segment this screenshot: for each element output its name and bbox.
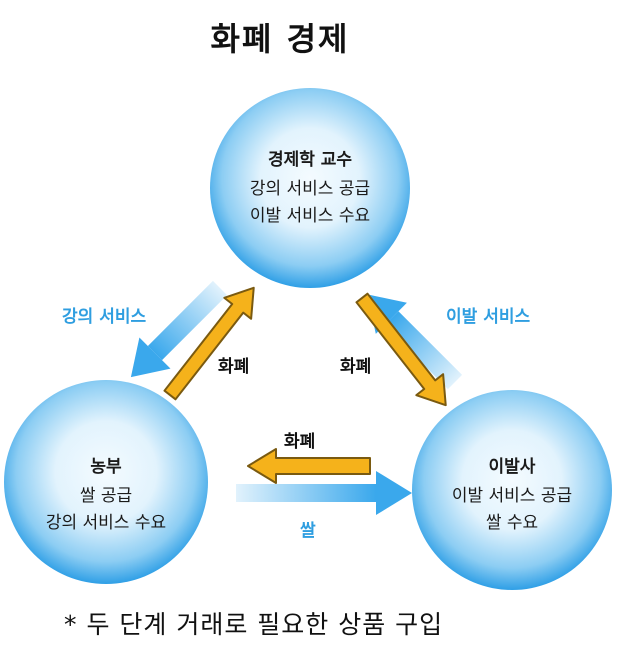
farmer-node [4, 380, 208, 584]
professor-node-text: 경제학 교수 강의 서비스 공급 이발 서비스 수요 [212, 145, 408, 230]
barber-name: 이발사 [488, 457, 536, 477]
professor-line-1: 강의 서비스 공급 [249, 179, 371, 199]
money-arrow-bottom [247, 448, 371, 484]
farmer-line-1: 쌀 공급 [79, 486, 133, 506]
professor-name: 경제학 교수 [267, 150, 353, 170]
haircut-service-label: 이발 서비스 [446, 307, 531, 327]
farmer-name: 농부 [90, 457, 122, 477]
money-label-bottom: 화폐 [284, 432, 316, 452]
barber-line-1: 이발 서비스 공급 [451, 486, 573, 506]
money-label-left: 화폐 [218, 357, 250, 377]
lecture-service-arrow [130, 280, 228, 378]
money-arrow-left [163, 286, 255, 401]
barber-line-2: 쌀 수요 [485, 513, 539, 533]
money-arrow-right [355, 292, 447, 407]
farmer-line-2: 강의 서비스 수요 [45, 513, 167, 533]
rice-arrow [236, 471, 412, 515]
barber-node-text: 이발사 이발 서비스 공급 쌀 수요 [422, 452, 602, 537]
lecture-service-label: 강의 서비스 [62, 307, 147, 327]
barber-node [412, 390, 612, 590]
money-label-right: 화폐 [340, 357, 372, 377]
diagram-title: 화폐 경제 [210, 20, 350, 58]
rice-label: 쌀 [300, 521, 316, 541]
farmer-node-text: 농부 쌀 공급 강의 서비스 수요 [16, 452, 196, 537]
professor-node [210, 88, 410, 288]
footnote: * 두 단계 거래로 필요한 상품 구입 [64, 610, 444, 639]
professor-line-2: 이발 서비스 수요 [249, 206, 371, 226]
